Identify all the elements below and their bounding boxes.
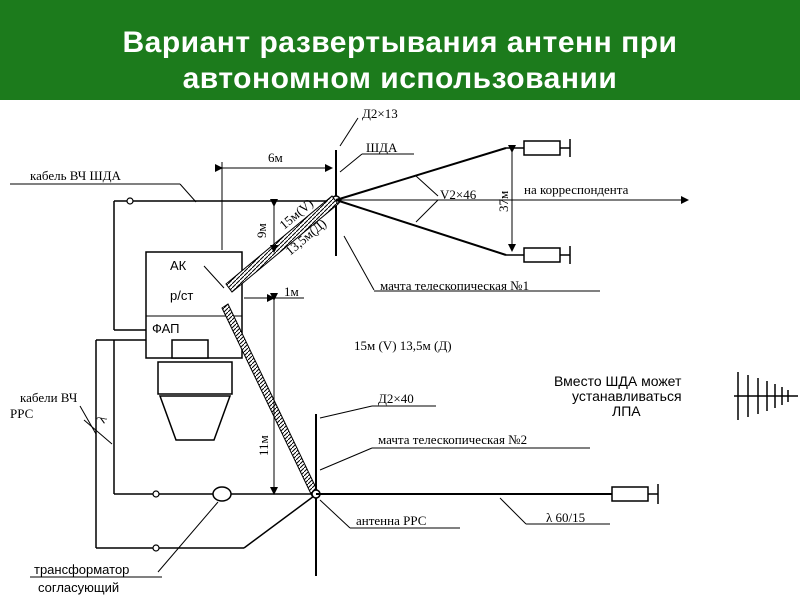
shda-leader xyxy=(339,153,363,173)
antenna-deployment-diagram: Д2×13 ШДА 37м V2×46 на корр xyxy=(10,106,798,595)
mast-1-label: мачта телескопическая №1 xyxy=(380,278,529,293)
ak-label: АК xyxy=(170,258,187,273)
mast-2-label: мачта телескопическая №2 xyxy=(378,432,527,447)
v2x46-leader-lower xyxy=(415,199,439,223)
ak-leader xyxy=(203,265,225,289)
title-line-2: автономном использовании xyxy=(182,62,618,95)
dim-1m-label: 1м xyxy=(284,284,299,299)
lpa-note-line-2: устанавливаться xyxy=(572,388,682,404)
dim-11m-label: 11м xyxy=(256,435,271,456)
rrs-cable-2-connector xyxy=(152,544,160,552)
cable-hf-shda-leader xyxy=(179,183,197,203)
mast-1-guy-cable: 15м(V) 13,5м(Д) xyxy=(225,195,339,293)
mast-2-group: Д2×40 мачта телескопическая №2 антенна Р… xyxy=(311,391,659,576)
heights-label: 15м (V) 13,5м (Д) xyxy=(354,338,452,353)
d2x40-leader xyxy=(319,405,373,419)
shda-lower-arm xyxy=(335,199,507,256)
cables-hf-rrs-leader-2 xyxy=(83,419,113,445)
antenna-rrs-label: антенна РРС xyxy=(356,513,426,528)
lpa-note-line-3: ЛПА xyxy=(612,403,641,419)
matching-transformer xyxy=(212,486,232,502)
lpa-note: Вместо ШДА может устанавливаться ЛПА xyxy=(554,372,798,420)
rrs-antenna-load xyxy=(611,486,649,502)
v2x46-leader-upper xyxy=(415,175,439,197)
title-bar: Вариант развертывания антенн при автоном… xyxy=(0,0,800,100)
d2x40-label: Д2×40 xyxy=(378,391,414,406)
correspondent-label: на корреспондента xyxy=(524,182,629,197)
fap-unit xyxy=(171,339,209,359)
lpa-antenna-icon xyxy=(734,372,798,420)
dim-37m-label: 37м xyxy=(496,191,511,212)
shda-upper-arm xyxy=(335,147,507,201)
shda-label: ШДА xyxy=(366,140,398,155)
lpa-note-line-1: Вместо ШДА может xyxy=(554,373,682,389)
mast-2-leader xyxy=(319,447,373,471)
rrs-cable-2-to-mast xyxy=(243,495,315,549)
shda-antenna: 37м V2×46 на корреспондента xyxy=(335,139,689,264)
cables-hf-rrs-line-2: РРС xyxy=(10,406,33,421)
transformer-label-2: согласующий xyxy=(38,580,119,595)
transformer-leader xyxy=(157,501,219,573)
rrs-cable-1-connector xyxy=(152,490,160,498)
shda-lower-load xyxy=(523,247,561,263)
antenna-rrs-leader xyxy=(319,499,351,529)
mast-1-group: Д2×13 ШДА xyxy=(331,106,414,256)
d2x13-leader xyxy=(339,117,359,147)
d2x13-label: Д2×13 xyxy=(362,106,398,121)
transformer-label-1: трансформатор xyxy=(34,562,129,577)
fap-label: ФАП xyxy=(152,321,179,336)
power-unit-base xyxy=(158,395,232,441)
mast-2-feed-cable xyxy=(221,303,319,497)
lambda-60-15-leader xyxy=(499,497,527,525)
power-unit-body xyxy=(157,361,233,395)
shda-upper-load xyxy=(523,140,561,156)
cable-hf-shda-label: кабель ВЧ ШДА xyxy=(30,168,121,183)
cables-hf-rrs-line-1: кабели ВЧ xyxy=(20,390,78,405)
cables-hf-rrs-leader-1 xyxy=(79,405,97,435)
mast-1-leader xyxy=(343,235,375,291)
v2x46-label: V2×46 xyxy=(440,187,477,202)
radio-station: АК р/ст ФАП xyxy=(145,251,243,441)
dim-9m-label: 9м xyxy=(254,223,269,238)
title-line-1: Вариант развертывания антенн при xyxy=(122,26,678,59)
r-st-label: р/ст xyxy=(170,288,193,303)
lambda-60-15-label: λ 60/15 xyxy=(546,510,585,525)
shda-cable-connector xyxy=(126,197,134,205)
dim-6m-label: 6м xyxy=(268,150,283,165)
